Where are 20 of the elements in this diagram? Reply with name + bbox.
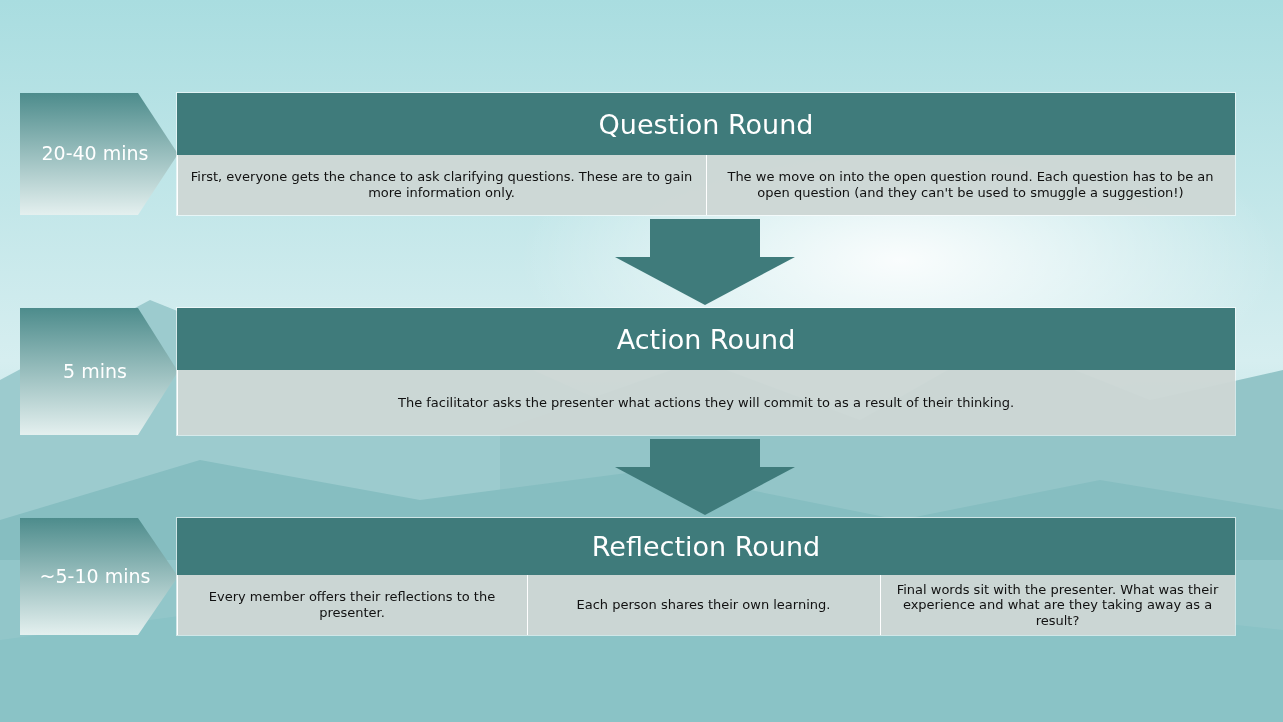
- description-text: First, everyone gets the chance to ask clarifying questions. These are to gain more information only.: [177, 155, 706, 215]
- description-text: Each person shares their own learning.: [527, 575, 880, 635]
- description-text: The facilitator asks the presenter what actions they will commit to as a result of their thinking.: [177, 370, 1235, 435]
- round-heading: Question Round: [177, 93, 1235, 155]
- round-panel: [177, 308, 1235, 435]
- block-arrow: [615, 219, 795, 305]
- description-text: Every member offers their reflections to the presenter.: [177, 575, 527, 635]
- pentagon-shape: [20, 308, 178, 435]
- duration-text: ~5-10 mins: [38, 563, 152, 589]
- pentagon-shape: [20, 93, 178, 215]
- description-text: The we move on into the open question round. Each question has to be an open question (and they can't be used to smuggle a suggestion!): [706, 155, 1235, 215]
- description-text: Final words sit with the presenter. What was their experience and what are they taking away as a result?: [880, 575, 1235, 635]
- round-panel: [177, 518, 1235, 635]
- pentagon-shape: [20, 518, 178, 635]
- round-heading: Reflection Round: [177, 518, 1235, 575]
- duration-text: 20-40 mins: [40, 141, 150, 167]
- round-panel: [177, 93, 1235, 215]
- block-arrow: [615, 439, 795, 515]
- round-heading: Action Round: [177, 308, 1235, 370]
- duration-text: 5 mins: [62, 358, 128, 384]
